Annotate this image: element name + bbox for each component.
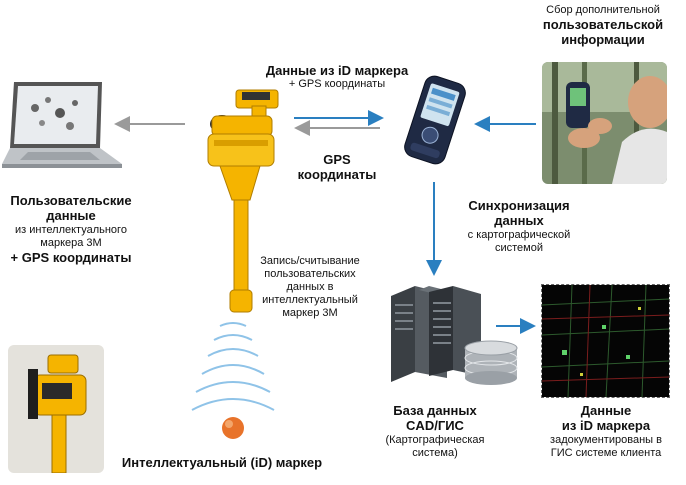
label-user-line3: из интеллектуального (15, 223, 127, 236)
label-additional-info-line3: информации (561, 32, 645, 48)
label-gis-line3: задокументированы в (550, 433, 662, 446)
label-gis-line1: Данные (580, 403, 632, 418)
label-db-line4: система) (412, 446, 458, 459)
label-user-line4: маркера 3М (40, 236, 102, 249)
label-user-line5: + GPS координаты (10, 249, 132, 265)
label-write-read: Запись/считывание пользовательских данны… (250, 255, 370, 320)
label-write-line5: маркер 3М (282, 306, 338, 319)
label-gps-coordinates: GPS координаты (282, 152, 392, 183)
gis-map-screenshot (541, 284, 670, 398)
label-id-marker: Интеллектуальный (iD) маркер (121, 455, 323, 470)
label-user-line2: данные (46, 208, 96, 224)
server-database-illustration (385, 282, 520, 394)
label-write-line3: данных в (286, 280, 334, 293)
label-user-line1: Пользовательские (10, 193, 132, 208)
label-id-data-line1: Данные из iD маркера (265, 63, 409, 78)
label-sync: Синхронизация данных с картографической … (444, 198, 594, 255)
label-sync-line3: с картографической (467, 228, 571, 241)
label-gps-line2: координаты (297, 167, 377, 183)
field-worker-photo (542, 62, 667, 184)
label-id-data-line2: + GPS координаты (288, 78, 386, 91)
label-write-line1: Запись/считывание (260, 255, 360, 267)
locator-illustration (190, 80, 300, 325)
label-additional-info: Сбор дополнительной пользовательской инф… (528, 4, 678, 48)
label-db-line2: CAD/ГИС (406, 418, 464, 434)
label-additional-info-line2: пользовательской (542, 16, 664, 32)
label-id-data-gps: Данные из iD маркера + GPS координаты (262, 63, 412, 91)
label-db-line1: База данных (393, 403, 477, 418)
label-sync-line1: Синхронизация (468, 198, 570, 213)
label-write-line2: пользовательских (264, 267, 356, 280)
label-sync-line2: данных (494, 213, 544, 229)
label-sync-line4: системой (494, 241, 543, 254)
label-database: База данных CAD/ГИС (Картографическая си… (370, 403, 500, 460)
label-gis-line4: ГИС системе клиента (550, 446, 662, 459)
locator-photo (8, 345, 104, 473)
label-gis-line2: из iD маркера (561, 418, 651, 434)
label-db-line3: (Картографическая (385, 433, 485, 446)
gps-handheld-illustration (398, 74, 473, 166)
label-user-data: Пользовательские данные из интеллектуаль… (0, 193, 142, 265)
id-marker-waves (188, 318, 278, 446)
label-write-line4: интеллектуальный (262, 293, 358, 306)
laptop-illustration (0, 78, 125, 170)
label-additional-info-line1: Сбор дополнительной (546, 4, 660, 16)
label-gps-line1: GPS (323, 152, 351, 167)
label-gis-documented: Данные из iD маркера задокументированы в… (528, 403, 684, 460)
